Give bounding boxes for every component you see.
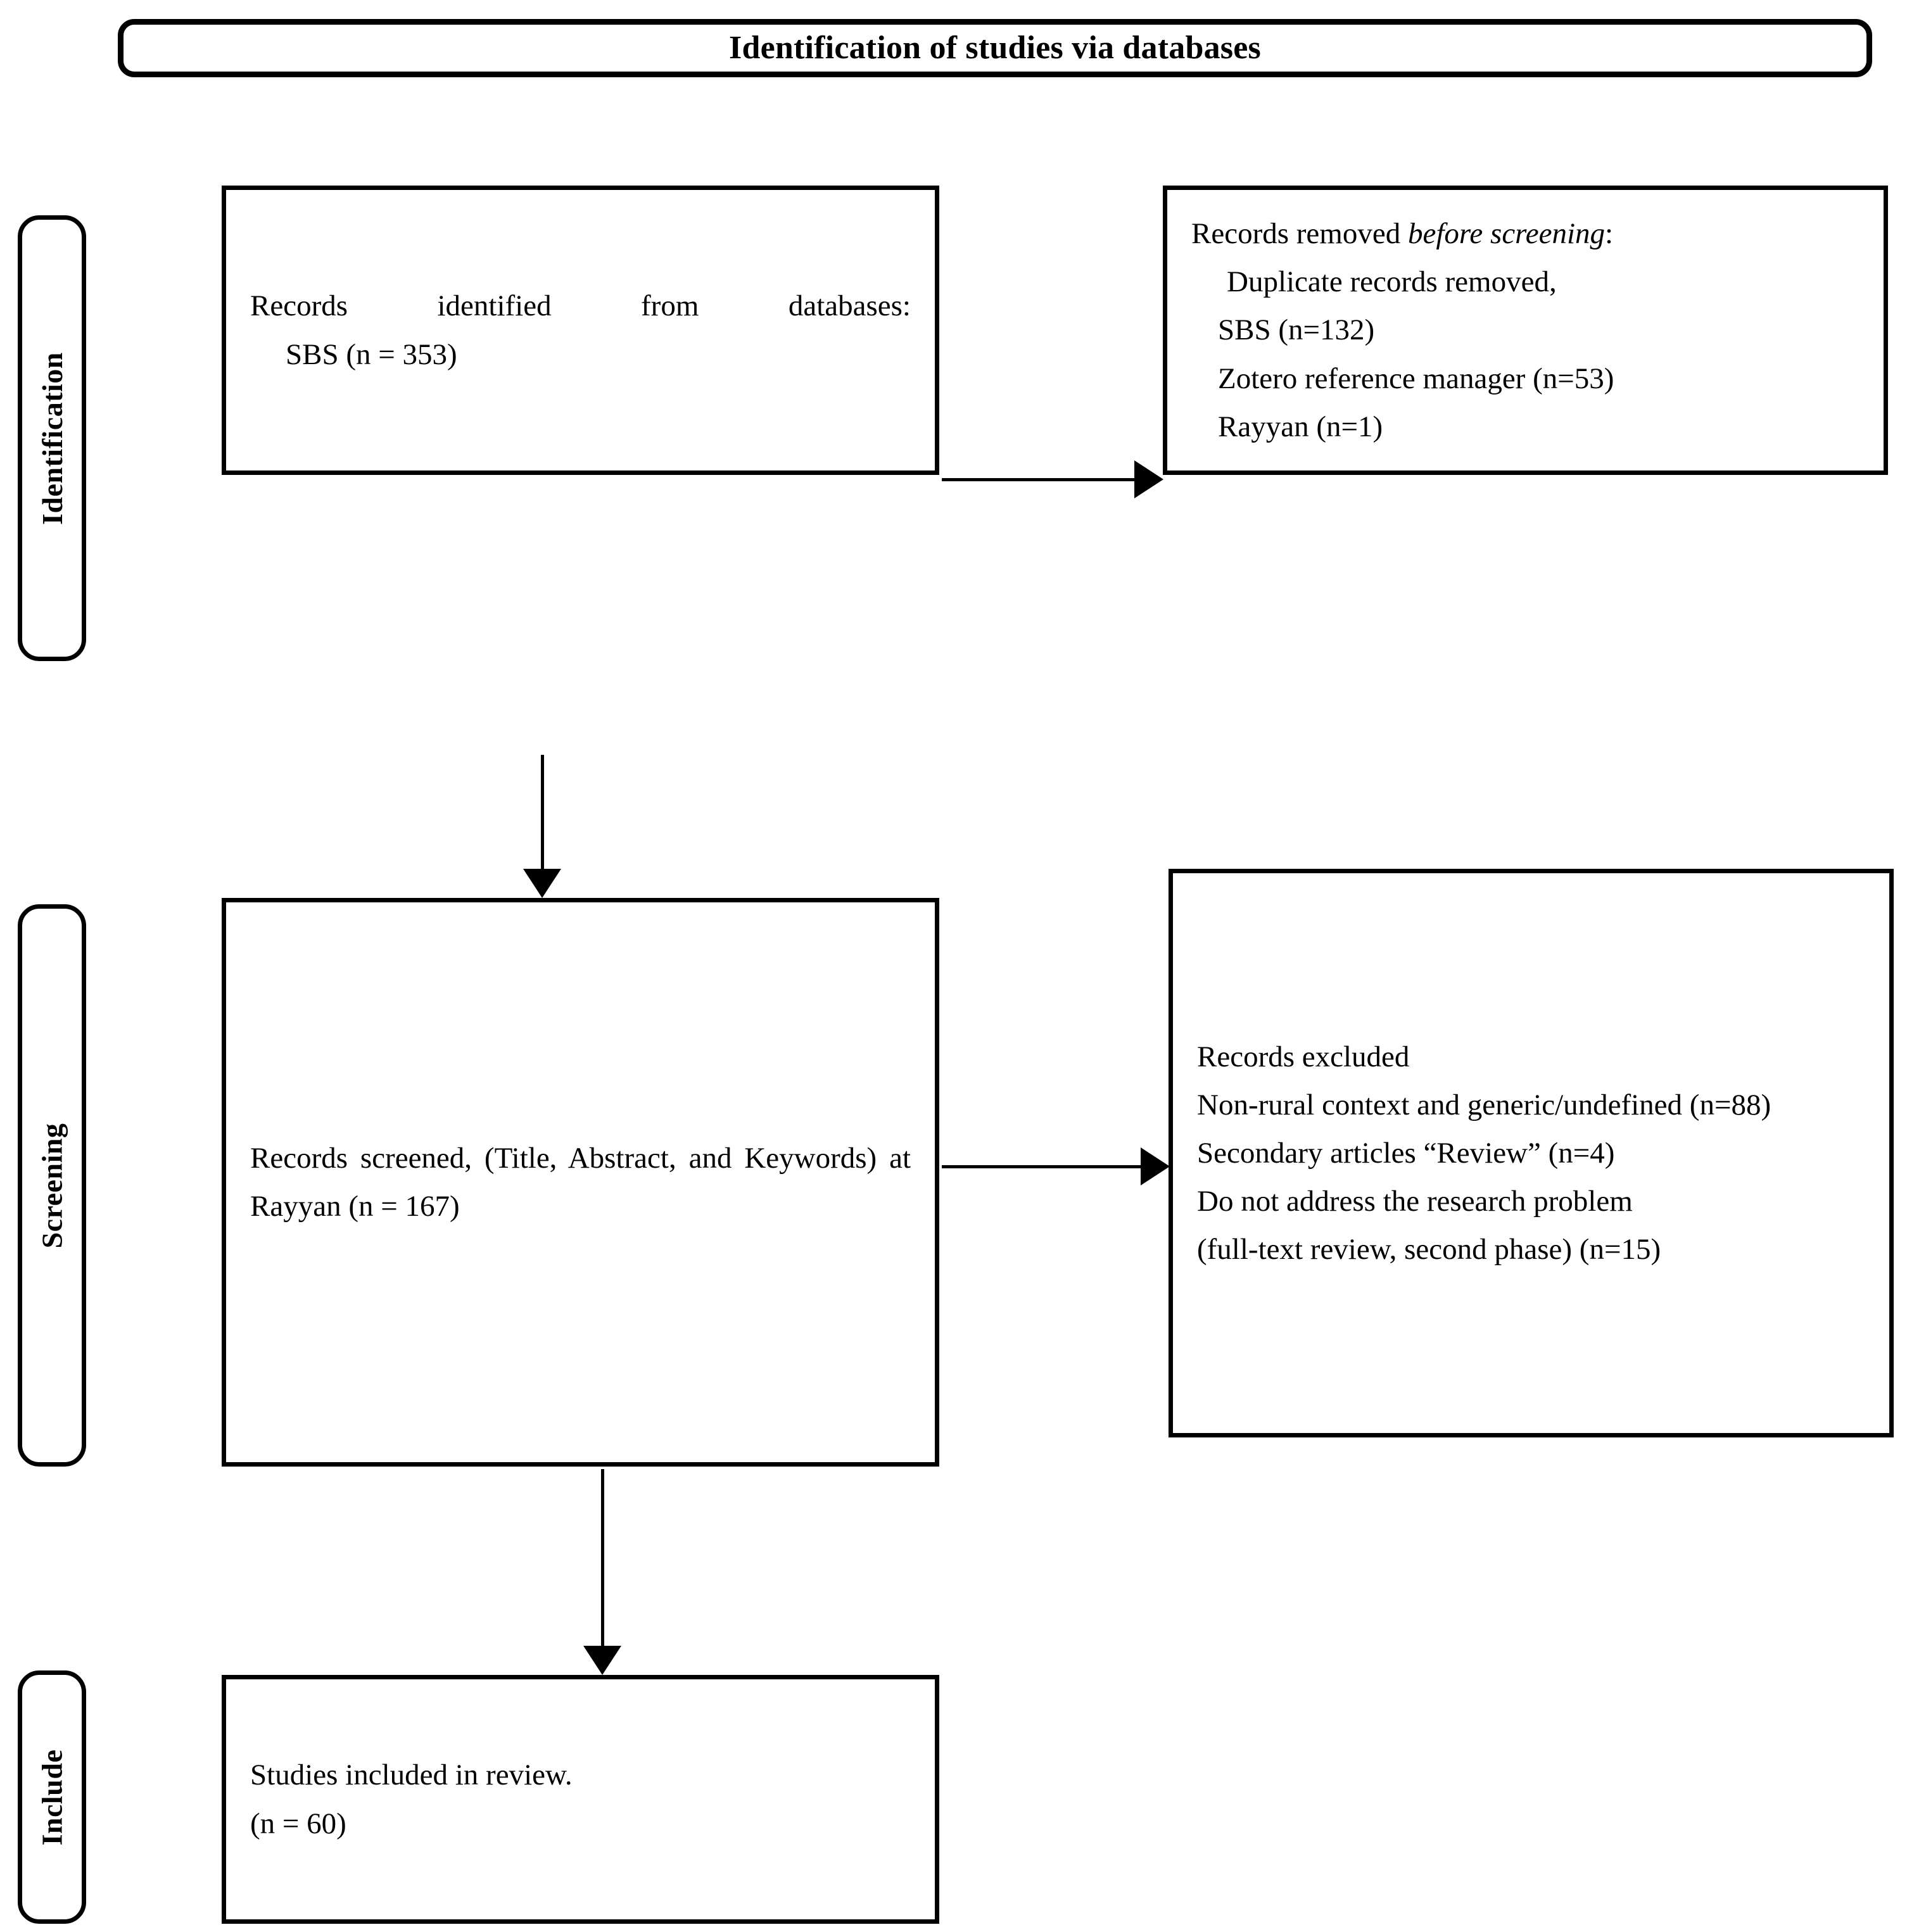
stage-label-include: Include — [18, 1670, 86, 1924]
records-excluded-line-5: (full-text review, second phase) (n=15) — [1197, 1233, 1661, 1266]
studies-included-line-1: Studies included in review. — [250, 1758, 573, 1792]
arrow-shaft — [601, 1469, 604, 1646]
records-identified-line-1: Records identified from databases: — [250, 289, 911, 323]
records-removed-line-5: Rayyan (n=1) — [1218, 410, 1383, 443]
arrow-down-icon-identified-to-screened — [523, 755, 561, 898]
box-records-identified: Records identified from databases: SBS (… — [222, 186, 939, 475]
stage-label-screening-text: Screening — [35, 1123, 68, 1248]
box-studies-included: Studies included in review. (n = 60) — [222, 1675, 939, 1924]
records-removed-line-1: Records removed before screening: — [1191, 210, 1859, 258]
arrow-shaft — [942, 1165, 1144, 1168]
records-removed-line-1-suffix: : — [1605, 217, 1614, 251]
arrow-right-icon-screened-to-excluded — [942, 1147, 1170, 1185]
records-removed-line-3: SBS (n=132) — [1218, 313, 1375, 347]
arrow-right-icon-identified-to-removed — [942, 460, 1163, 498]
records-removed-line-4: Zotero reference manager (n=53) — [1218, 362, 1614, 395]
records-removed-line-1-italic: before screening — [1407, 217, 1606, 251]
records-excluded-line-1: Records excluded — [1197, 1040, 1410, 1073]
records-identified-line-2: SBS (n = 353) — [286, 338, 457, 371]
box-records-screened: Records screened, (Title, Abstract, and … — [222, 898, 939, 1467]
box-records-excluded: Records excluded Non-rural context and g… — [1169, 869, 1894, 1437]
arrow-head — [1134, 460, 1163, 498]
arrow-shaft — [541, 755, 544, 869]
stage-label-screening: Screening — [18, 904, 86, 1467]
arrow-down-icon-screened-to-included — [583, 1469, 621, 1675]
records-screened-line-2: Rayyan (n = 167) — [250, 1190, 460, 1223]
records-excluded-line-4: Do not address the research problem — [1197, 1185, 1633, 1218]
arrow-head — [1141, 1147, 1170, 1185]
diagram-header-banner: Identification of studies via databases — [118, 19, 1872, 77]
box-records-removed: Records removed before screening: Duplic… — [1163, 186, 1888, 475]
arrow-head — [523, 869, 561, 898]
records-excluded-line-3: Secondary articles “Review” (n=4) — [1197, 1136, 1615, 1170]
records-excluded-line-2: Non-rural context and generic/undefined … — [1197, 1088, 1771, 1121]
arrow-shaft — [942, 478, 1138, 481]
studies-included-line-2: (n = 60) — [250, 1807, 346, 1840]
stage-label-identification: Identification — [18, 215, 86, 661]
stage-label-identification-text: Identification — [35, 351, 68, 525]
page-title: Identification of studies via databases — [729, 30, 1261, 66]
records-removed-line-2: Duplicate records removed, — [1227, 265, 1557, 299]
records-removed-line-1-prefix: Records removed — [1191, 217, 1408, 251]
records-screened-line-1: Records screened, (Title, Abstract, and … — [250, 1141, 911, 1175]
arrow-head — [583, 1646, 621, 1675]
stage-label-include-text: Include — [35, 1749, 68, 1845]
